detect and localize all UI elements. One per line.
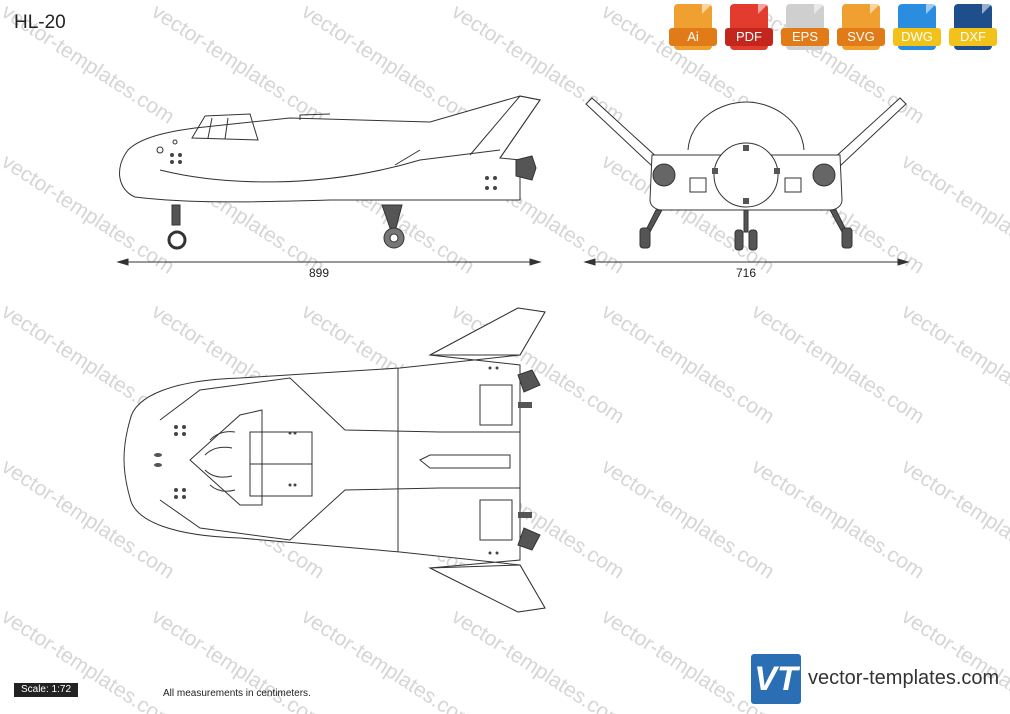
format-label: EPS	[781, 28, 829, 46]
measurement-note: All measurements in centimeters.	[163, 688, 311, 699]
dwg-format-button[interactable]: DWG	[893, 4, 941, 52]
side-tail-fin	[469, 95, 541, 159]
side-main-gear	[381, 204, 403, 229]
page-title: HL-20	[14, 12, 66, 33]
front-left-wing	[585, 97, 661, 167]
side-nozzle	[515, 155, 537, 181]
front-right-wing	[831, 97, 907, 167]
site-name[interactable]: vector-templates.com	[808, 667, 1000, 689]
pdf-format-button[interactable]: PDF	[725, 4, 773, 52]
top-fuselage	[123, 307, 546, 613]
side-length-label: 899	[309, 266, 330, 280]
top-left-fin	[429, 307, 546, 356]
svg-format-button[interactable]: SVG	[837, 4, 885, 52]
scale-badge: Scale: 1:72	[14, 683, 78, 697]
vt-logo-icon[interactable]: VT	[751, 654, 801, 704]
top-lower-nozzle	[517, 527, 541, 551]
format-label: SVG	[837, 28, 885, 46]
format-label: Ai	[669, 28, 717, 46]
top-right-fin	[429, 564, 546, 613]
dxf-format-button[interactable]: DXF	[949, 4, 997, 52]
side-fuselage	[119, 95, 541, 203]
format-label: DWG	[893, 28, 941, 46]
top-rcs-dots	[174, 366, 499, 555]
front-nose-gear	[743, 209, 749, 233]
side-view	[119, 95, 541, 250]
format-label: PDF	[725, 28, 773, 46]
format-label: DXF	[949, 28, 997, 46]
side-rcs-dots	[170, 153, 497, 190]
side-canopy	[191, 113, 259, 141]
ai-format-button[interactable]: Ai	[669, 4, 717, 52]
top-upper-nozzle	[517, 369, 541, 393]
front-dorsal-fin	[687, 101, 805, 151]
front-width-label: 716	[736, 266, 757, 280]
side-nose-gear	[171, 204, 181, 226]
eps-format-button[interactable]: EPS	[781, 4, 829, 52]
front-view	[585, 97, 907, 251]
top-view	[123, 307, 546, 613]
